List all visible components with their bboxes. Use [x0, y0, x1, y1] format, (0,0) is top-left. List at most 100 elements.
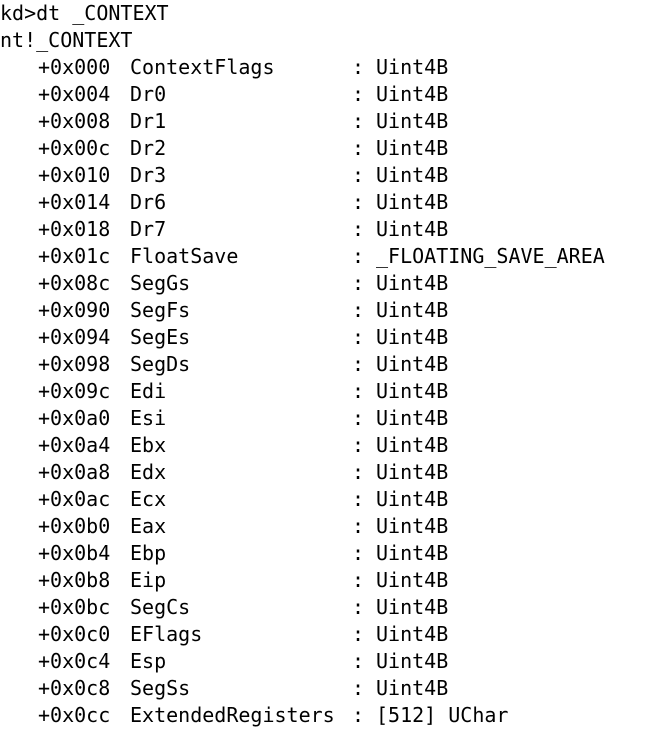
struct-field-row: +0x000 ContextFlags: Uint4B [0, 54, 660, 81]
field-offset: +0x00c [38, 136, 111, 160]
field-separator: : [352, 190, 365, 214]
field-name: ContextFlags [130, 55, 275, 79]
field-separator: : [352, 352, 365, 376]
field-separator: : [352, 82, 365, 106]
field-offset: +0x008 [38, 109, 111, 133]
field-separator: : [352, 460, 365, 484]
field-name: Dr2 [130, 136, 167, 160]
field-offset: +0x090 [38, 298, 111, 322]
field-name: Dr6 [130, 190, 167, 214]
field-type: Uint4B [376, 460, 449, 484]
field-name: SegDs [130, 352, 191, 376]
field-name: Dr3 [130, 163, 167, 187]
type-name: nt!_CONTEXT [0, 28, 133, 52]
field-type: Uint4B [376, 298, 449, 322]
struct-field-row: +0x0c8 SegSs: Uint4B [0, 675, 660, 702]
field-separator: : [352, 568, 365, 592]
field-name: Ecx [130, 487, 167, 511]
field-name: SegEs [130, 325, 191, 349]
field-type: Uint4B [376, 649, 449, 673]
field-separator: : [352, 433, 365, 457]
field-name: Dr0 [130, 82, 167, 106]
command-line: kd> dt _CONTEXT [0, 0, 660, 27]
field-separator: : [352, 136, 365, 160]
field-offset: +0x094 [38, 325, 111, 349]
field-offset: +0x0bc [38, 595, 111, 619]
field-separator: : [352, 325, 365, 349]
field-name: Edi [130, 379, 167, 403]
field-separator: : [352, 244, 365, 268]
field-offset: +0x09c [38, 379, 111, 403]
field-separator: : [352, 217, 365, 241]
field-type: Uint4B [376, 82, 449, 106]
field-separator: : [352, 703, 365, 727]
struct-field-row: +0x018 Dr7: Uint4B [0, 216, 660, 243]
field-type: Uint4B [376, 217, 449, 241]
field-separator: : [352, 55, 365, 79]
field-type: Uint4B [376, 514, 449, 538]
field-offset: +0x0b4 [38, 541, 111, 565]
field-name: SegSs [130, 676, 191, 700]
field-offset: +0x0a0 [38, 406, 111, 430]
field-name: Eip [130, 568, 167, 592]
field-name: Dr1 [130, 109, 167, 133]
field-name: EFlags [130, 622, 203, 646]
field-type: Uint4B [376, 676, 449, 700]
field-type: Uint4B [376, 55, 449, 79]
field-type: Uint4B [376, 352, 449, 376]
field-name: ExtendedRegisters [130, 703, 335, 727]
field-type: Uint4B [376, 271, 449, 295]
field-type: Uint4B [376, 595, 449, 619]
field-separator: : [352, 595, 365, 619]
field-type: Uint4B [376, 136, 449, 160]
field-type: Uint4B [376, 109, 449, 133]
field-separator: : [352, 487, 365, 511]
field-type: [512] UChar [376, 703, 509, 727]
struct-field-row: +0x094 SegEs: Uint4B [0, 324, 660, 351]
field-name: SegGs [130, 271, 191, 295]
field-offset: +0x010 [38, 163, 111, 187]
field-type: _FLOATING_SAVE_AREA [376, 244, 605, 268]
field-offset: +0x0a8 [38, 460, 111, 484]
field-separator: : [352, 406, 365, 430]
field-type: Uint4B [376, 190, 449, 214]
field-offset: +0x018 [38, 217, 111, 241]
field-offset: +0x0a4 [38, 433, 111, 457]
field-offset: +0x014 [38, 190, 111, 214]
field-name: FloatSave [130, 244, 239, 268]
field-separator: : [352, 514, 365, 538]
prompt: kd> [0, 1, 37, 25]
field-offset: +0x0c8 [38, 676, 111, 700]
field-name: Ebx [130, 433, 167, 457]
field-type: Uint4B [376, 487, 449, 511]
field-offset: +0x0c4 [38, 649, 111, 673]
field-name: SegCs [130, 595, 191, 619]
field-offset: +0x0b0 [38, 514, 111, 538]
field-separator: : [352, 298, 365, 322]
field-separator: : [352, 649, 365, 673]
struct-field-row: +0x0bc SegCs: Uint4B [0, 594, 660, 621]
field-separator: : [352, 676, 365, 700]
field-name: Dr7 [130, 217, 167, 241]
struct-field-row: +0x014 Dr6: Uint4B [0, 189, 660, 216]
field-offset: +0x000 [38, 55, 111, 79]
field-offset: +0x0b8 [38, 568, 111, 592]
field-type: Uint4B [376, 325, 449, 349]
field-type: Uint4B [376, 622, 449, 646]
